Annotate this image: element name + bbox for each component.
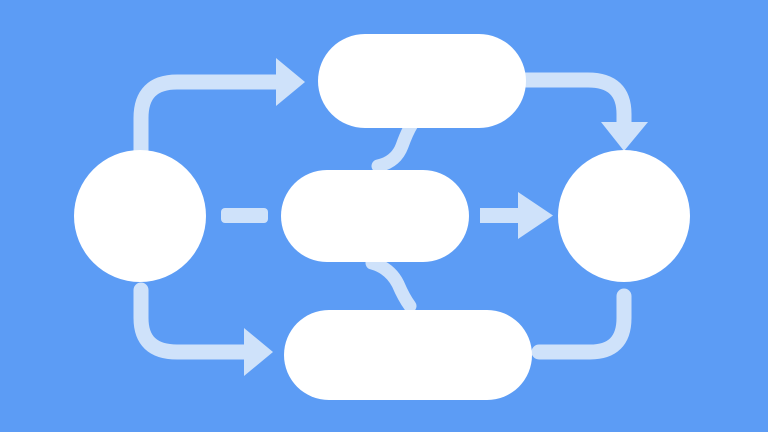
connector-middle-to-end[interactable] bbox=[480, 192, 553, 239]
top-to-middle-link-path bbox=[371, 117, 419, 173]
middle-process-node-shape bbox=[281, 170, 469, 262]
start-to-middle-dash bbox=[221, 208, 268, 223]
start-node-shape bbox=[74, 150, 206, 282]
middle-to-bottom-link-path bbox=[365, 256, 417, 313]
middle-to-end-arrowhead-icon bbox=[518, 192, 553, 239]
node-end[interactable] bbox=[558, 150, 690, 282]
start-to-bottom-arrowhead-icon bbox=[244, 328, 273, 376]
bottom-to-end-path bbox=[531, 288, 632, 360]
node-bottom-process[interactable] bbox=[284, 310, 532, 400]
connector-bottom-to-end[interactable] bbox=[531, 288, 632, 360]
connector-layer bbox=[133, 58, 648, 376]
node-middle-process[interactable] bbox=[281, 170, 469, 262]
connector-top-to-end[interactable] bbox=[514, 72, 648, 151]
connector-top-to-middle-link[interactable] bbox=[371, 117, 419, 173]
end-node-shape bbox=[558, 150, 690, 282]
start-to-top-path bbox=[133, 74, 289, 160]
connector-middle-to-bottom-link[interactable] bbox=[365, 256, 417, 313]
start-to-bottom-path bbox=[133, 282, 257, 360]
bottom-process-node-shape bbox=[284, 310, 532, 400]
node-start[interactable] bbox=[74, 150, 206, 282]
top-to-end-path bbox=[514, 72, 632, 132]
top-to-end-arrowhead-icon bbox=[601, 122, 648, 151]
start-to-top-arrowhead-icon bbox=[276, 58, 305, 106]
top-process-node-shape bbox=[318, 34, 526, 128]
connector-start-to-bottom[interactable] bbox=[133, 282, 273, 376]
middle-to-end-shaft bbox=[480, 208, 525, 223]
node-top-process[interactable] bbox=[318, 34, 526, 128]
node-layer bbox=[74, 34, 690, 400]
connector-start-to-middle[interactable] bbox=[221, 208, 268, 223]
connector-start-to-top[interactable] bbox=[133, 58, 305, 160]
